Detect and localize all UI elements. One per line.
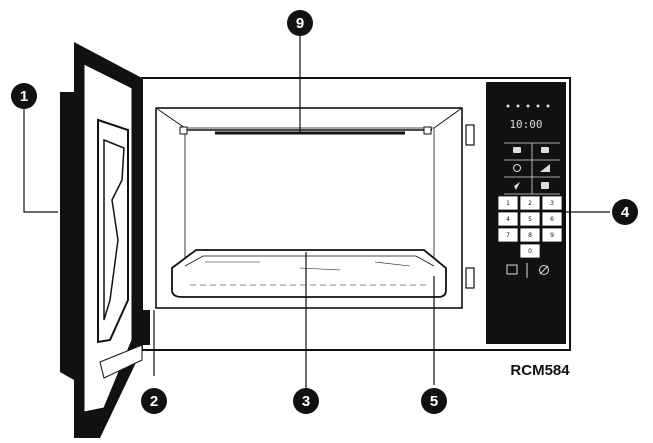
callout-3: 3: [293, 388, 319, 414]
leader-lines: [23, 36, 610, 388]
keypad-key-label: 7: [506, 232, 510, 239]
keypad: 1 2 3 4 5 6 7 8 9 0: [497, 195, 563, 259]
panel-bottom-buttons: [506, 263, 549, 278]
function-icons: [513, 147, 550, 190]
keypad-key-7: [497, 227, 519, 243]
keypad-key-label: 0: [528, 248, 532, 255]
display-readout: 10:00: [509, 118, 542, 131]
model-label: RCM584: [510, 362, 570, 379]
keypad-key-9: [541, 227, 563, 243]
keypad-key-label: 8: [528, 232, 532, 239]
keypad-key-5: [519, 211, 541, 227]
callout-1: 1: [11, 83, 37, 109]
callout-4: 4: [612, 199, 638, 225]
svg-text:4: 4: [621, 204, 630, 221]
keypad-key-label: 4: [506, 216, 510, 223]
keypad-key-0: [519, 243, 541, 259]
keypad-key-2: [519, 195, 541, 211]
grill-element: [179, 126, 432, 135]
keypad-key-label: 3: [550, 200, 554, 207]
keypad-key-4: [497, 211, 519, 227]
callout-9: 9: [287, 10, 313, 36]
svg-text:3: 3: [302, 393, 310, 410]
keypad-key-label: 1: [506, 200, 510, 207]
callout-5: 5: [421, 388, 447, 414]
keypad-key-8: [519, 227, 541, 243]
callout-2: 2: [141, 388, 167, 414]
keypad-key-1: [497, 195, 519, 211]
keypad-key-3: [541, 195, 563, 211]
keypad-key-label: 5: [528, 216, 532, 223]
svg-text:9: 9: [296, 15, 304, 32]
keypad-key-6: [541, 211, 563, 227]
svg-text:1: 1: [20, 88, 28, 105]
door: [60, 42, 150, 438]
keypad-key-label: 2: [528, 200, 532, 207]
keypad-key-label: 9: [550, 232, 554, 239]
turntable: [171, 249, 447, 298]
svg-text:5: 5: [430, 393, 438, 410]
svg-text:2: 2: [150, 393, 158, 410]
keypad-key-label: 6: [550, 216, 554, 223]
